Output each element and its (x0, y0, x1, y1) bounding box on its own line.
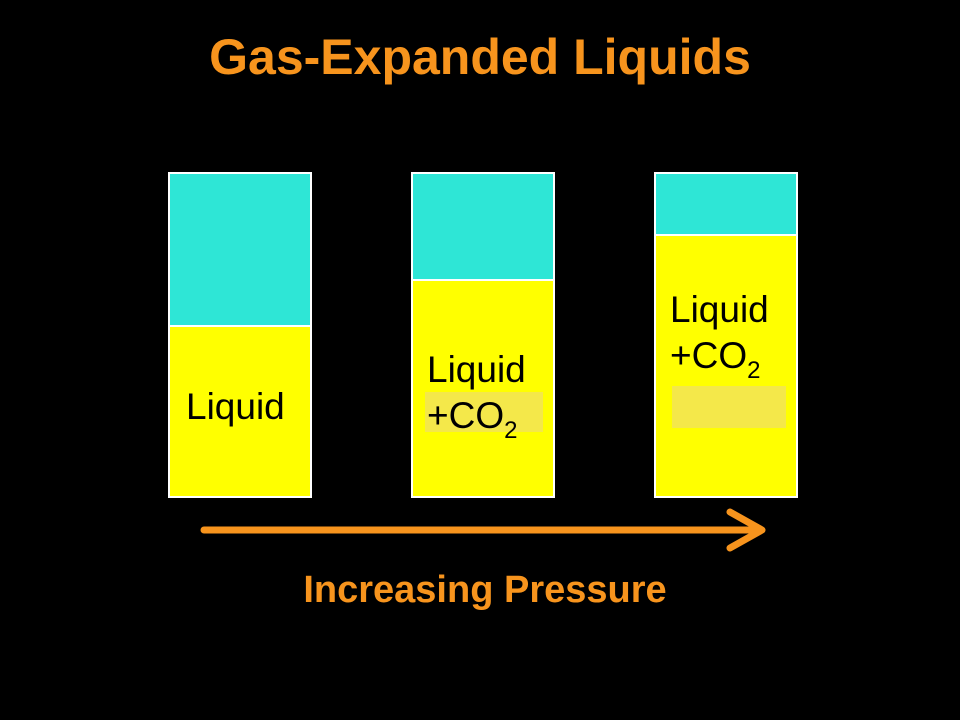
vessel-label: Liquid (186, 384, 285, 430)
pressure-caption: Increasing Pressure (303, 569, 667, 611)
vessel-label: Liquid +CO2 (670, 287, 769, 384)
label-subscript: 2 (504, 417, 518, 444)
label-highlight (425, 392, 543, 432)
label-co: +CO (670, 335, 748, 376)
gas-headspace (413, 174, 553, 281)
vessel-liquid: Liquid (168, 172, 312, 498)
gas-headspace (170, 174, 310, 327)
label-line2: +CO2 (670, 333, 769, 384)
vessel-liquid-co2-high: Liquid +CO2 (654, 172, 798, 498)
label-highlight (672, 386, 786, 428)
vessel-label: Liquid +CO2 (427, 347, 526, 444)
label-line1: Liquid (670, 289, 769, 330)
label-line1: Liquid (186, 386, 285, 427)
label-line2: +CO2 (427, 393, 526, 444)
pressure-arrow (200, 508, 780, 563)
gas-headspace (656, 174, 796, 236)
label-co: +CO (427, 395, 505, 436)
arrow-right-icon (200, 508, 766, 552)
vessel-liquid-co2-medium: Liquid +CO2 (411, 172, 555, 498)
slide-title: Gas-Expanded Liquids (209, 29, 751, 85)
label-subscript: 2 (747, 357, 761, 384)
label-line1: Liquid (427, 349, 526, 390)
